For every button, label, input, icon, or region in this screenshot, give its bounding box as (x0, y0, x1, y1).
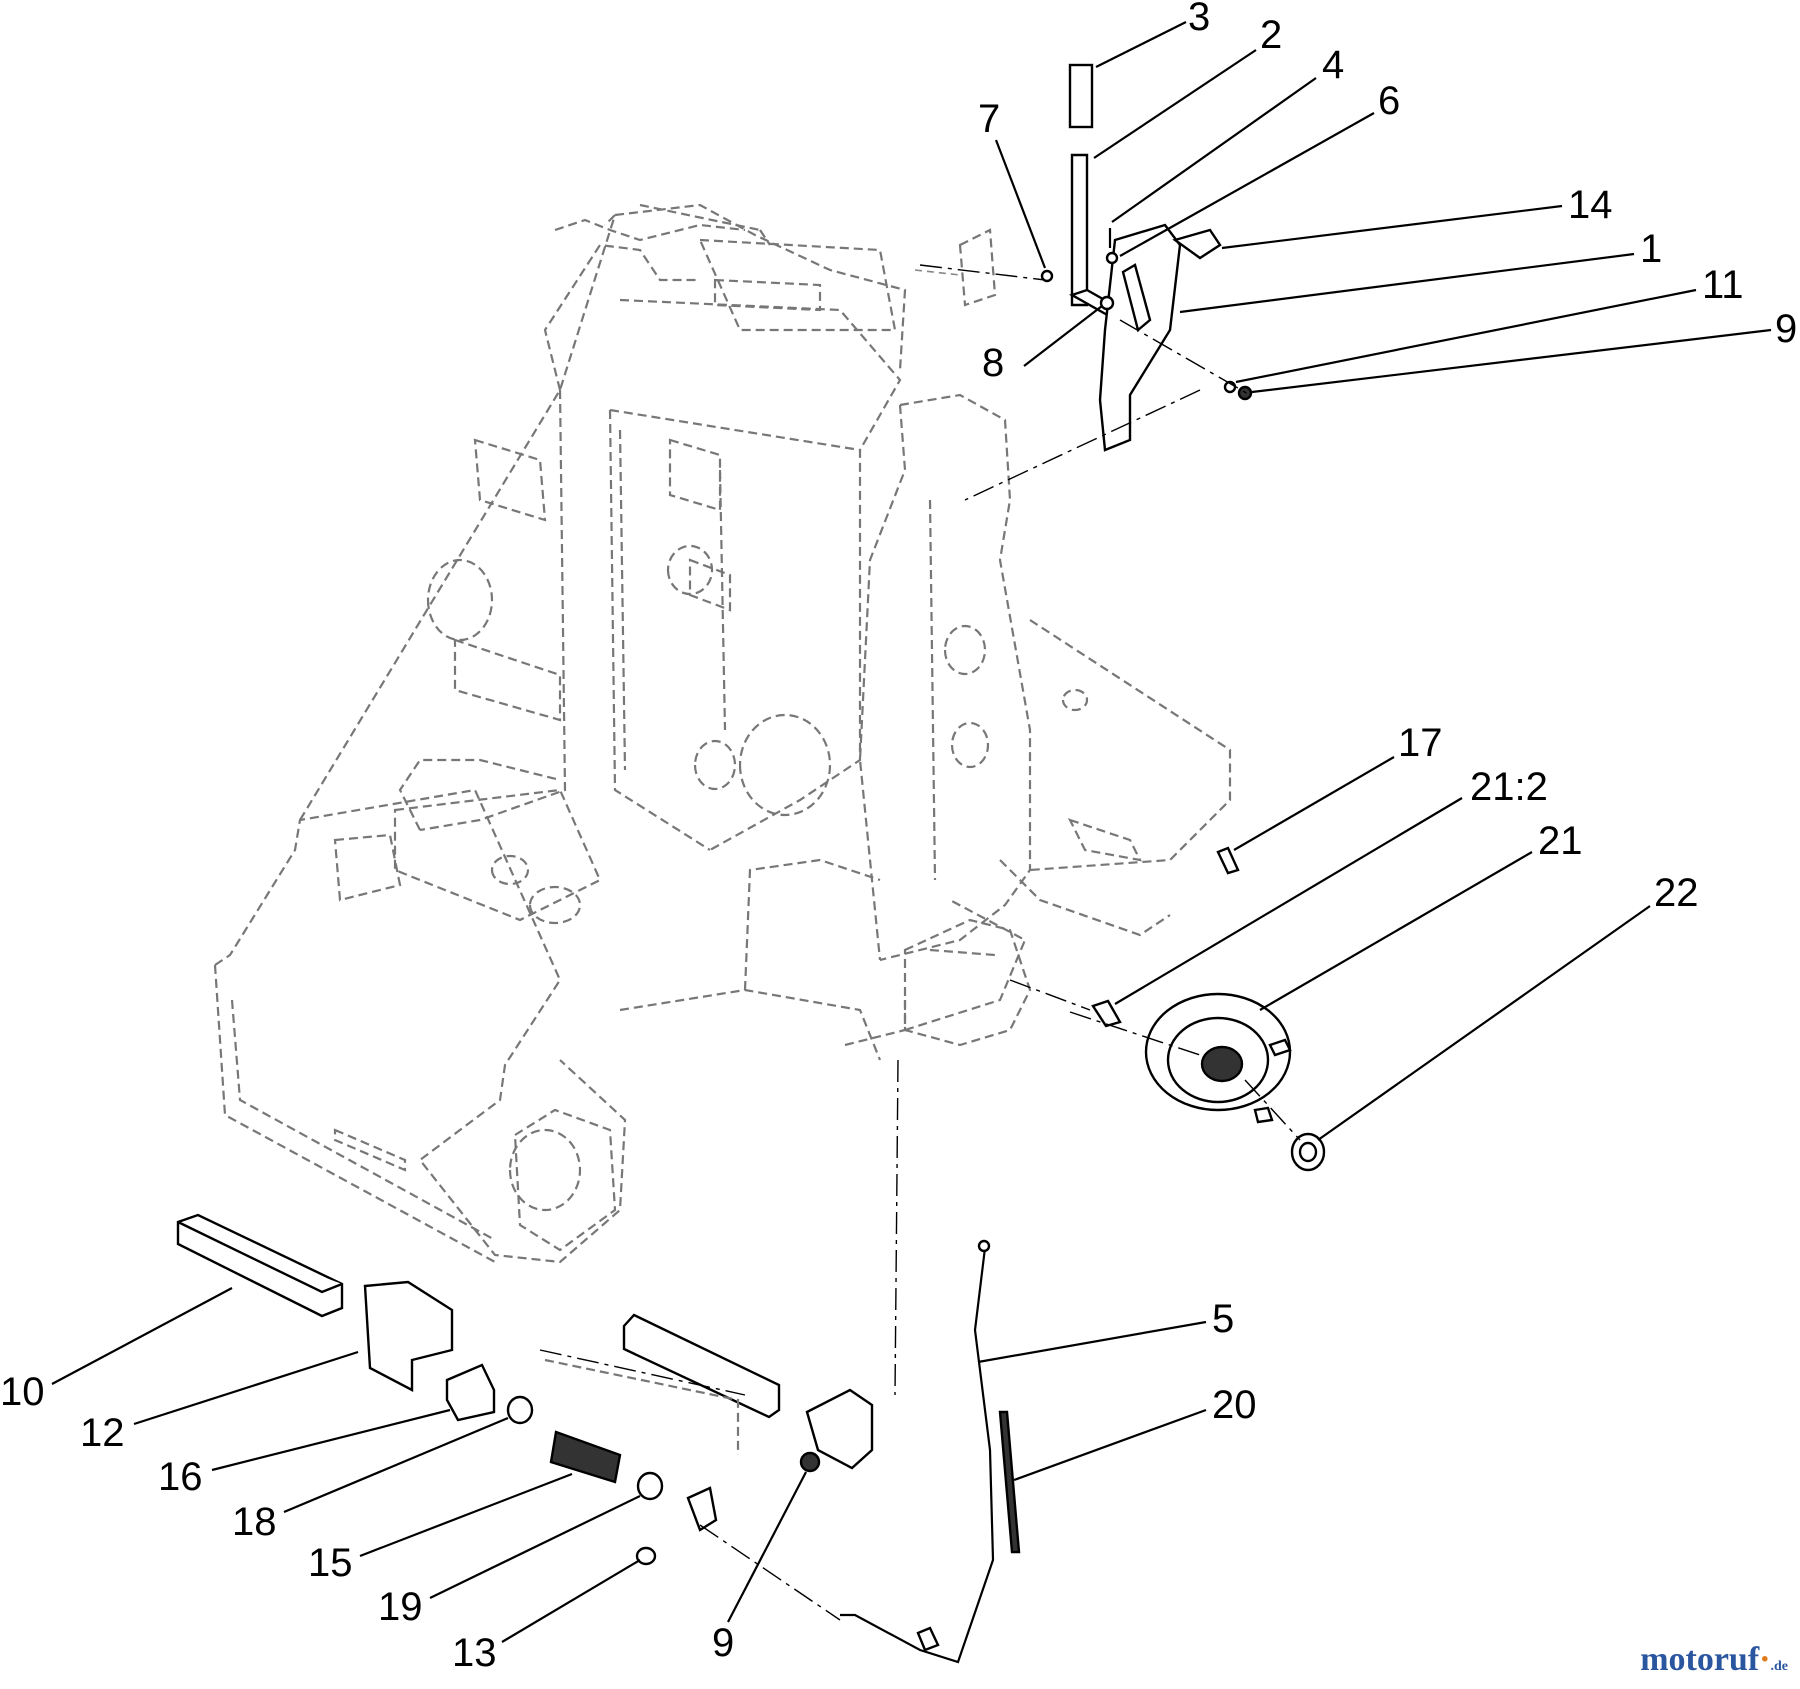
bushing-18 (506, 1395, 534, 1425)
callout-21-2: 21:2 (1470, 765, 1548, 809)
callout-4: 4 (1322, 43, 1344, 87)
callout-7: 7 (978, 97, 1000, 141)
guide-slot (1121, 263, 1152, 333)
callout-2: 2 (1260, 13, 1282, 57)
callout-9-top: 9 (1775, 307, 1797, 351)
bar-10-edge (177, 1220, 343, 1294)
hub-stud-b (1253, 1106, 1274, 1124)
bolt-13 (635, 1546, 657, 1566)
pedal-arm (686, 1486, 718, 1532)
callout-9-bottom: 9 (712, 1621, 734, 1665)
callout-20: 20 (1212, 1383, 1257, 1427)
hub-stud-a (1268, 1038, 1292, 1057)
cable-5 (840, 1247, 995, 1664)
bar-10 (176, 1213, 344, 1318)
callout-11: 11 (1702, 263, 1744, 307)
pin-6 (1105, 251, 1119, 265)
callout-13: 13 (452, 1631, 497, 1675)
callout-8: 8 (982, 341, 1004, 385)
callout-17: 17 (1398, 721, 1443, 765)
callout-18: 18 (232, 1500, 277, 1544)
callout-3: 3 (1188, 0, 1210, 39)
callout-21: 21 (1538, 819, 1583, 863)
bolt-21-2 (1091, 999, 1122, 1028)
callout-6: 6 (1378, 79, 1400, 123)
callout-12: 12 (80, 1411, 125, 1455)
callout-15: 15 (308, 1541, 353, 1585)
spring-15 (549, 1430, 622, 1484)
hub-assembly (1009, 846, 1326, 1172)
guide-cover (1172, 228, 1222, 260)
control-lever (1070, 153, 1089, 307)
callout-1: 1 (1640, 227, 1662, 271)
watermark-accent: · (1759, 1641, 1771, 1678)
washer-8 (1099, 295, 1115, 311)
watermark-main: motoruf (1640, 1641, 1760, 1678)
spring-20 (998, 1410, 1021, 1554)
callout-14: 14 (1568, 183, 1613, 227)
lever-guide-plate (1098, 223, 1182, 452)
bracket-12 (363, 1280, 454, 1392)
callout-16: 16 (158, 1455, 203, 1499)
bushing-19 (636, 1471, 664, 1501)
bolt-7 (1040, 269, 1054, 283)
cable-ferrule (916, 1626, 940, 1652)
bracket-mount (914, 228, 997, 307)
callout-5: 5 (1212, 1297, 1234, 1341)
cable-eye (977, 1239, 991, 1253)
bolt-17 (1216, 846, 1240, 875)
nut-22-bore (1298, 1141, 1318, 1163)
lever-assembly (919, 63, 1253, 501)
bracket-9 (805, 1388, 874, 1470)
watermark-suffix: .de (1770, 1659, 1789, 1674)
pedal-assembly (176, 1059, 899, 1621)
callout-22: 22 (1654, 871, 1699, 915)
cable-assembly (840, 1239, 1021, 1664)
nut-9-lower (799, 1451, 821, 1473)
callout-19: 19 (378, 1585, 423, 1629)
plate-16 (445, 1363, 496, 1422)
lever-knob (1068, 63, 1094, 129)
nut-9 (1237, 385, 1253, 401)
watermark-logo: motoruf·.de (1640, 1641, 1788, 1679)
pedal-bar (622, 1313, 781, 1419)
callout-10: 10 (0, 1370, 45, 1414)
hub-center (1200, 1045, 1244, 1083)
machine-frame (213, 203, 1232, 1264)
